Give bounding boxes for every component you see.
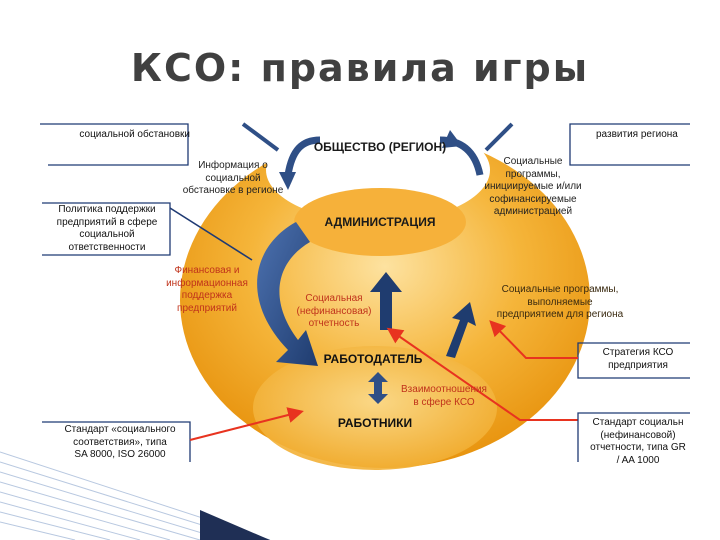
left-cycle-arrow — [284, 136, 321, 176]
top-right-arrow — [484, 122, 514, 152]
programs-by-enterprise-label: Социальные программы, выполняемые предпр… — [490, 284, 630, 322]
policy-line: предприятий в сфере — [56, 216, 158, 228]
left-cycle-arrowhead — [279, 172, 296, 190]
slide-title: КСО: правила игры — [130, 46, 590, 90]
node-society: ОБЩЕСТВО (РЕГИОН) — [313, 140, 447, 154]
corner-triangle — [200, 510, 270, 540]
node-administration: АДМИНИСТРАЦИЯ — [324, 215, 436, 229]
social-reporting-line: отчетность — [308, 318, 360, 329]
top-left-box-label: социальной обстановки — [79, 129, 190, 140]
top-right-box-label: развития региона — [596, 129, 678, 140]
top-right-box-line — [569, 123, 690, 166]
bottom-ellipse — [253, 346, 497, 470]
interaction-double-arrow — [368, 372, 388, 404]
policy-box — [42, 202, 171, 256]
policy-box-text: Политика поддержки предприятий в сфере с… — [44, 204, 170, 254]
programs-by-enterprise-line: выполняемые — [527, 296, 593, 308]
interaction-line: в сфере КСО — [413, 396, 475, 408]
strategy-line — [489, 320, 578, 359]
policy-line: Политика поддержки — [58, 204, 156, 215]
right-cycle-arrow — [439, 136, 484, 176]
social-reporting-label: Социальная (нефинансовая) отчетность — [286, 293, 382, 331]
interaction-line: Взаимоотношения — [401, 384, 487, 395]
reporting-red-line — [386, 327, 578, 421]
node-employer: РАБОТОДАТЕЛЬ — [323, 352, 423, 366]
standard-left-text: Стандарт «социального соответствия», тип… — [50, 424, 190, 462]
info-social-line: обстановке в регионе — [182, 185, 284, 196]
policy-line: социальной — [79, 229, 135, 240]
financial-support-line: информационная — [166, 277, 248, 289]
programs-by-enterprise-line: Социальные программы, — [501, 284, 619, 295]
financial-support-line: поддержка — [181, 290, 233, 301]
social-reporting-line: (нефинансовая) — [296, 305, 372, 317]
strategy-line: предприятия — [608, 359, 668, 371]
info-social-label: Информация о социальной обстановке в рег… — [178, 160, 288, 198]
strategy-box-text: Стратегия КСО предприятия — [588, 347, 688, 372]
standard-right-line: Стандарт социальн — [592, 417, 684, 428]
standard-left-box — [42, 421, 191, 462]
top-left-box-line — [40, 123, 189, 166]
social-programs-line: инициируемые и/или — [484, 181, 582, 192]
programs-up-arrow — [446, 302, 476, 358]
social-programs-line: софинансируемые — [489, 193, 577, 205]
standard-right-box — [577, 412, 690, 462]
standard-right-text: Стандарт социальн (нефинансовой) отчетно… — [586, 417, 690, 467]
info-social-line: социальной — [205, 172, 261, 184]
policy-line: ответственности — [68, 241, 146, 253]
standard-left-line: SA 8000, ISO 26000 — [74, 449, 166, 460]
financial-support-label: Финансовая и информационная поддержка пр… — [152, 265, 262, 315]
info-social-line: Информация о — [198, 160, 268, 171]
standard-left-line: Стандарт «социального — [64, 424, 176, 435]
standard-right-line: (нефинансовой) — [600, 429, 676, 441]
policy-arrow — [169, 207, 253, 261]
right-cycle-arrowhead — [442, 130, 462, 148]
top-left-arrow — [241, 122, 280, 152]
standard-right-line: / AA 1000 — [616, 454, 660, 466]
standard-left-line — [189, 407, 304, 441]
social-programs-line: программы, — [505, 168, 561, 180]
node-workers: РАБОТНИКИ — [337, 416, 413, 430]
standard-right-line: отчетности, типа GR — [590, 442, 686, 453]
social-programs-label: Социальные программы, инициируемые и/или… — [478, 156, 588, 219]
social-programs-line: Социальные — [503, 156, 563, 167]
reporting-up-arrow — [370, 272, 402, 330]
social-programs-line: администрацией — [493, 206, 573, 217]
strategy-line: Стратегия КСО — [602, 347, 674, 358]
interaction-label: Взаимоотношения в сфере КСО — [396, 384, 492, 409]
social-reporting-line: Социальная — [305, 293, 363, 304]
programs-by-enterprise-line: предприятием для региона — [496, 309, 624, 320]
support-arrow — [257, 222, 318, 366]
administration-ellipse — [294, 188, 466, 256]
standard-left-line: соответствия», типа — [73, 436, 167, 448]
financial-support-line: Финансовая и — [174, 265, 240, 276]
strategy-box — [577, 342, 690, 379]
financial-support-line: предприятий — [177, 302, 237, 314]
